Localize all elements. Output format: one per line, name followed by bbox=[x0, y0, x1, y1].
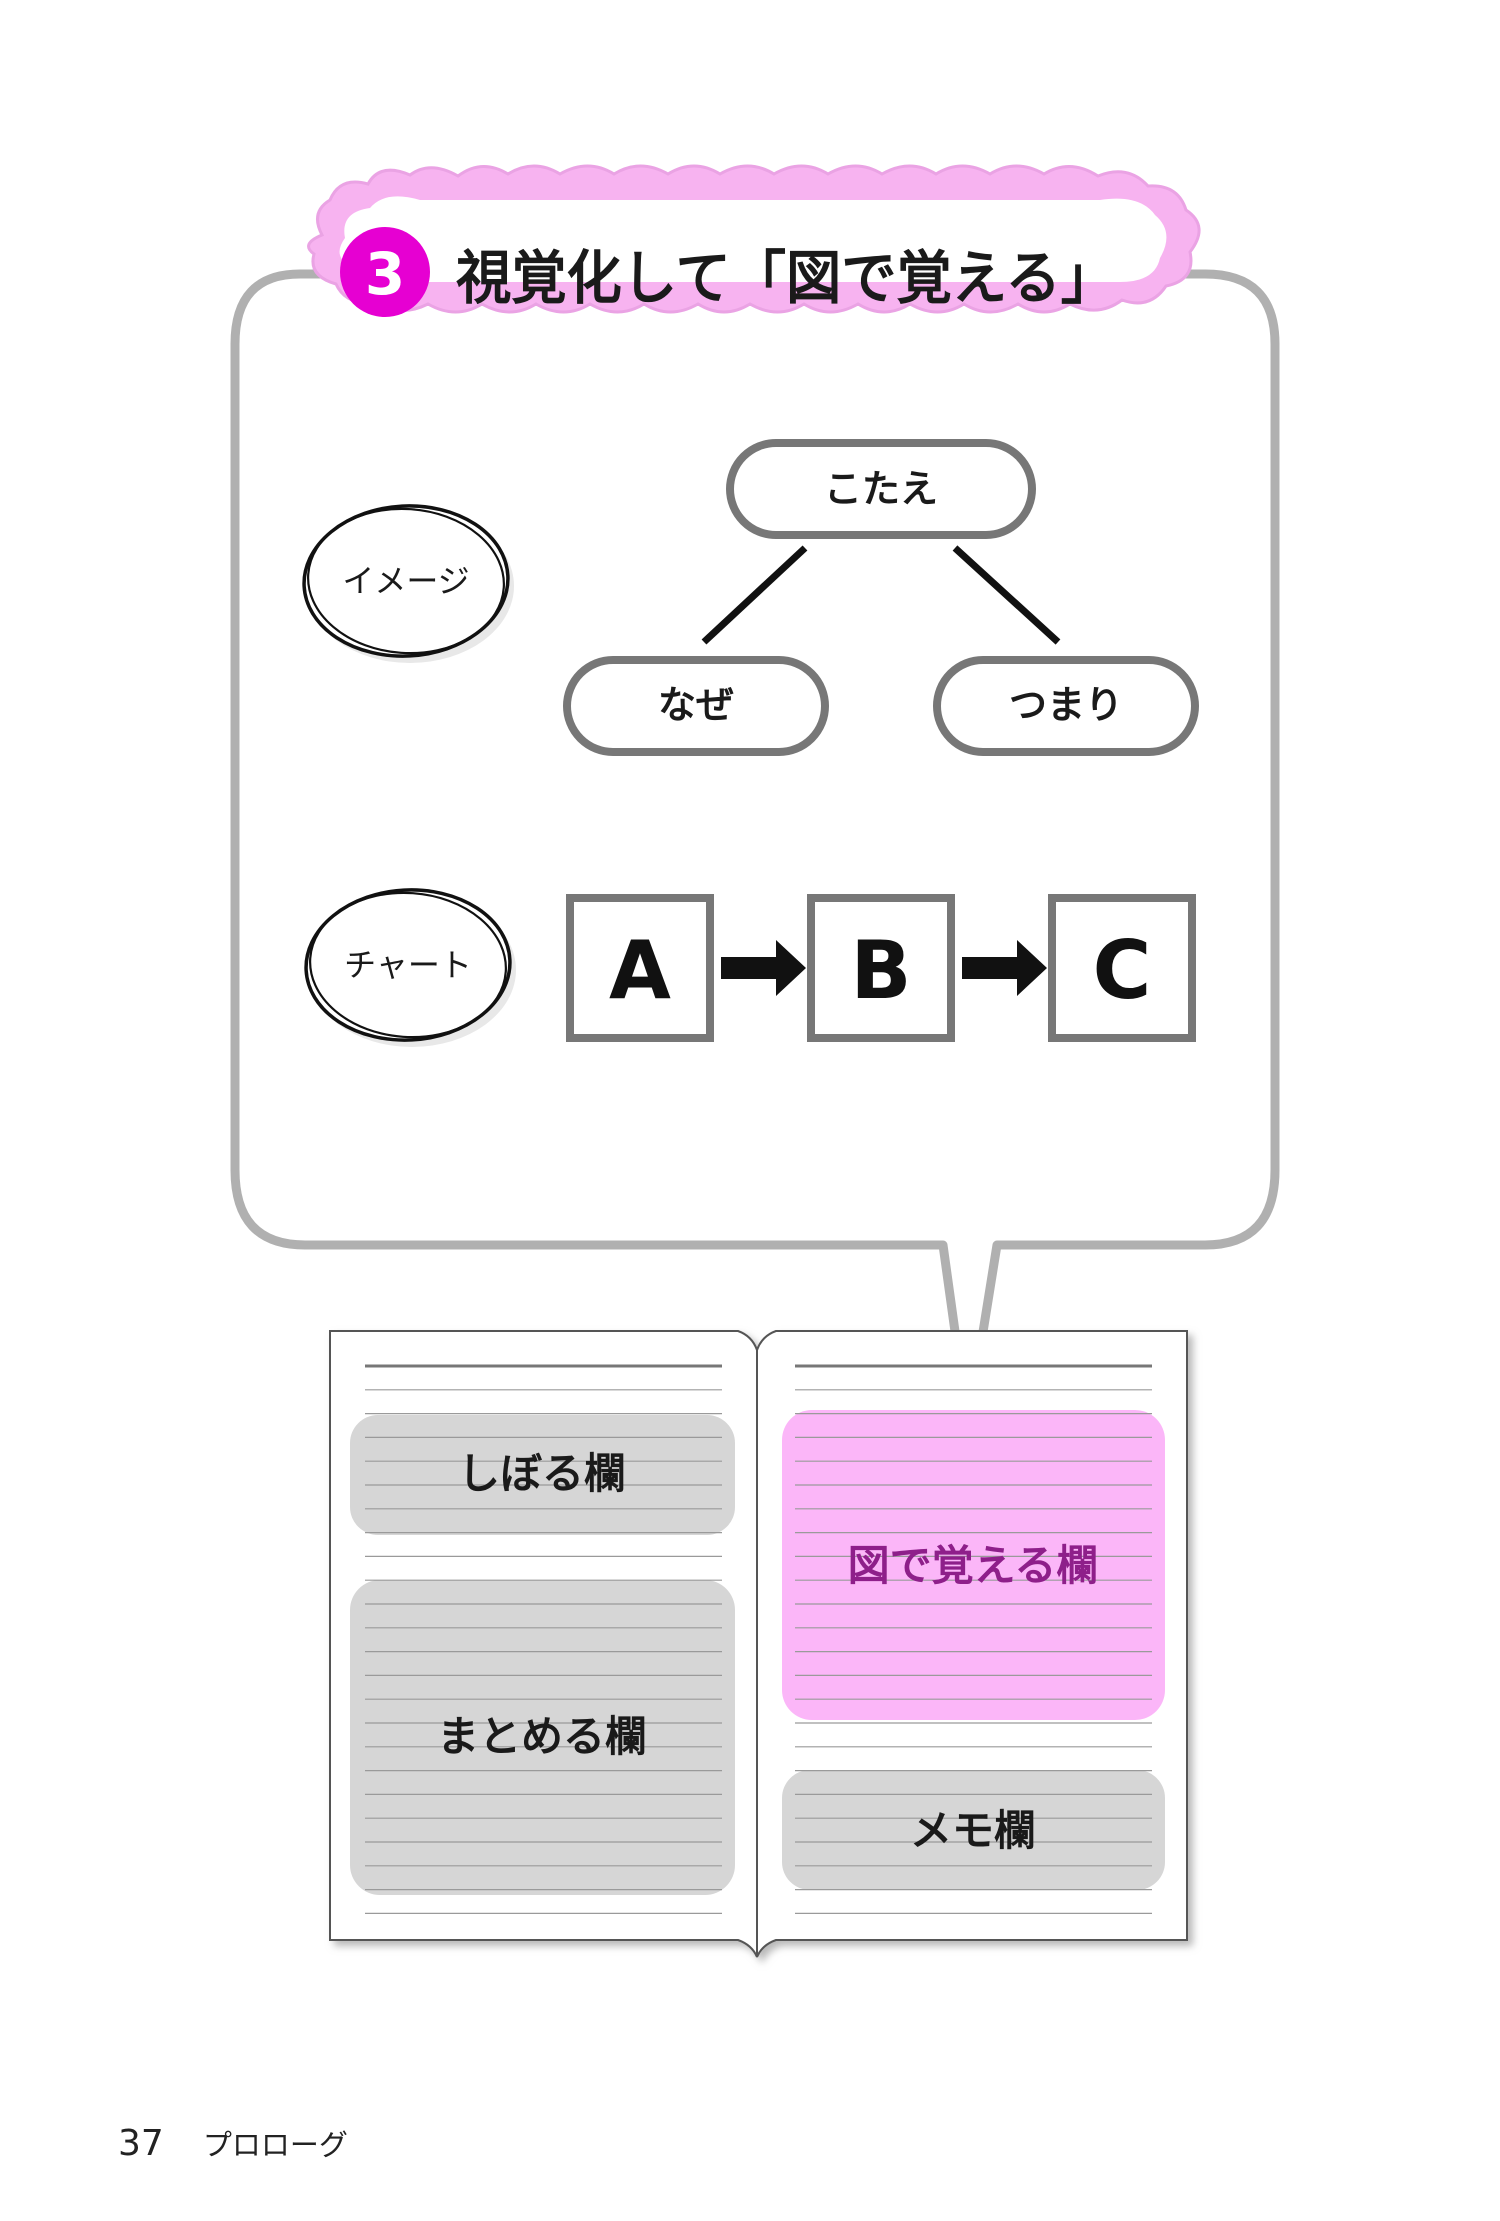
chapter-name: プロローグ bbox=[202, 2128, 348, 2162]
step-number: 3 bbox=[365, 240, 405, 308]
page-footer: 37 プロローグ bbox=[118, 2122, 348, 2164]
panel-shiboru bbox=[350, 1415, 735, 1535]
tree-node-root-label: こたえ bbox=[824, 467, 938, 511]
tree-node-left-label: なぜ bbox=[658, 683, 734, 727]
tag-image-label: イメージ bbox=[342, 562, 469, 600]
panel-memo bbox=[782, 1770, 1165, 1890]
flow-arrow-1 bbox=[721, 940, 806, 996]
panel-memo-label: メモ欄 bbox=[910, 1806, 1036, 1855]
flow-box-a bbox=[566, 894, 714, 1042]
tag-image bbox=[302, 504, 514, 663]
tree-node-left bbox=[563, 656, 829, 756]
tag-chart-label: チャート bbox=[344, 946, 472, 984]
step-number-badge bbox=[340, 227, 430, 317]
flow-box-c bbox=[1048, 894, 1196, 1042]
tag-chart bbox=[304, 888, 516, 1047]
tree-connector-left bbox=[701, 545, 808, 645]
flow-box-b bbox=[807, 894, 955, 1042]
heading-cloud bbox=[307, 164, 1201, 314]
panel-matomeru-label: まとめる欄 bbox=[437, 1712, 647, 1761]
panel-zu-label: 図で覚える欄 bbox=[848, 1541, 1099, 1590]
tree-node-root bbox=[726, 439, 1036, 539]
tree-connector-right bbox=[952, 545, 1061, 645]
panel-zu bbox=[782, 1410, 1165, 1720]
flow-label-a: A bbox=[609, 924, 671, 1017]
panel-matomeru bbox=[350, 1580, 735, 1895]
section-heading: 視覚化して「図で覚える」 bbox=[456, 244, 1116, 312]
flow-arrow-2 bbox=[962, 940, 1047, 996]
flow-label-b: B bbox=[851, 924, 912, 1017]
ruled-lines-right bbox=[795, 1364, 1152, 1915]
panel-shiboru-label: しぼる欄 bbox=[458, 1449, 626, 1498]
tree-node-right-label: つまり bbox=[1009, 683, 1123, 727]
tree-node-right bbox=[933, 656, 1199, 756]
page-number: 37 bbox=[118, 2123, 164, 2164]
flow-label-c: C bbox=[1093, 924, 1152, 1017]
ruled-lines-left bbox=[365, 1364, 722, 1915]
